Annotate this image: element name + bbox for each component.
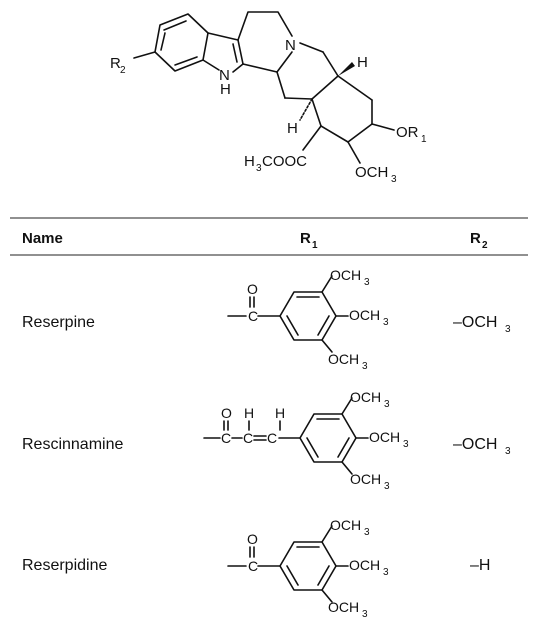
carbonyl-c: C — [248, 308, 258, 324]
pyrrole-ring: N H — [202, 32, 244, 98]
trimethoxycinnamoyl-group: C O C H C H OCH 3 — [203, 389, 409, 492]
nh-n-label: N — [219, 67, 230, 84]
alkaloid-table: Name R 1 R 2 Reserpine –OCH 3 C O — [10, 217, 528, 620]
amine-n-label: N — [285, 37, 296, 54]
compound-name: Rescinnamine — [22, 436, 123, 453]
svg-text:3: 3 — [362, 609, 368, 620]
methoxy-group: OCH 3 — [347, 141, 397, 185]
or1-substituent: OR 1 — [371, 123, 427, 145]
compound-name: Reserpine — [22, 314, 95, 331]
ome-bottom: OCH — [350, 471, 381, 487]
table-header: Name R 1 R 2 — [22, 230, 488, 251]
r2-value: –OCH — [453, 436, 497, 453]
ome-sub: 3 — [391, 174, 397, 185]
carbonyl-o: O — [247, 531, 258, 547]
svg-text:3: 3 — [384, 399, 390, 410]
svg-text:3: 3 — [364, 527, 370, 538]
carbonyl-o: O — [221, 405, 232, 421]
c-ring: N — [237, 11, 296, 73]
vinyl-h1: H — [244, 405, 254, 421]
carbonyl-c: C — [248, 558, 258, 574]
trimethoxybenzoyl-group: C O OCH 3 OCH 3 OCH 3 — [227, 267, 389, 372]
svg-text:3: 3 — [364, 277, 370, 288]
ome-top: OCH — [330, 517, 361, 533]
or-sub: 1 — [421, 134, 427, 145]
d-ring: H — [276, 42, 368, 100]
carbonyl-c: C — [221, 430, 231, 446]
svg-text:3: 3 — [362, 361, 368, 372]
ester-h: H — [244, 153, 255, 170]
r2-sub: 2 — [120, 65, 126, 76]
trimethoxybenzoyl-group: C O OCH 3 OCH 3 OCH 3 — [227, 517, 389, 620]
header-r2-sub: 2 — [482, 240, 488, 251]
ome-label: OCH — [355, 164, 388, 181]
header-r1: R — [300, 230, 311, 247]
nh-h-label: H — [220, 81, 231, 98]
table-row: Reserpidine –H C O OCH 3 OCH 3 — [22, 517, 490, 620]
vinyl-h2: H — [275, 405, 285, 421]
svg-text:3: 3 — [403, 439, 409, 450]
header-r2: R — [470, 230, 481, 247]
carbonyl-o: O — [247, 281, 258, 297]
svg-text:3: 3 — [383, 317, 389, 328]
ome-mid: OCH — [349, 307, 380, 323]
ome-mid: OCH — [349, 557, 380, 573]
table-row: Reserpine –OCH 3 C O OCH 3 OCH 3 — [22, 267, 511, 372]
r2-substituent: R 2 — [110, 51, 156, 76]
benzene-ring — [154, 13, 209, 72]
or-label: OR — [396, 124, 419, 141]
vinyl-c2: C — [267, 430, 277, 446]
core-structure: R 2 N H N H — [110, 11, 427, 185]
r2-value: –OCH — [453, 314, 497, 331]
ome-bottom: OCH — [328, 599, 359, 615]
r2-value-sub: 3 — [505, 446, 511, 457]
vinyl-c1: C — [243, 430, 253, 446]
h-left-label: H — [287, 120, 298, 137]
svg-text:3: 3 — [383, 567, 389, 578]
ester-group: H 3 COOC — [244, 125, 322, 174]
compound-name: Reserpidine — [22, 557, 107, 574]
wedge-bond — [338, 62, 355, 76]
r2-value: –H — [470, 557, 490, 574]
e-ring: H — [287, 75, 373, 143]
ester-rest: COOC — [262, 153, 307, 170]
header-name: Name — [22, 230, 63, 247]
h-right-label: H — [357, 54, 368, 71]
r2-value-sub: 3 — [505, 324, 511, 335]
svg-text:3: 3 — [384, 481, 390, 492]
ome-top: OCH — [350, 389, 381, 405]
ome-bottom: OCH — [328, 351, 359, 367]
ome-top: OCH — [330, 267, 361, 283]
header-r1-sub: 1 — [312, 240, 318, 251]
ome-mid: OCH — [369, 429, 400, 445]
ester-sub: 3 — [256, 163, 262, 174]
r2-label: R — [110, 55, 121, 72]
table-row: Rescinnamine –OCH 3 C O C H C H — [22, 389, 511, 492]
